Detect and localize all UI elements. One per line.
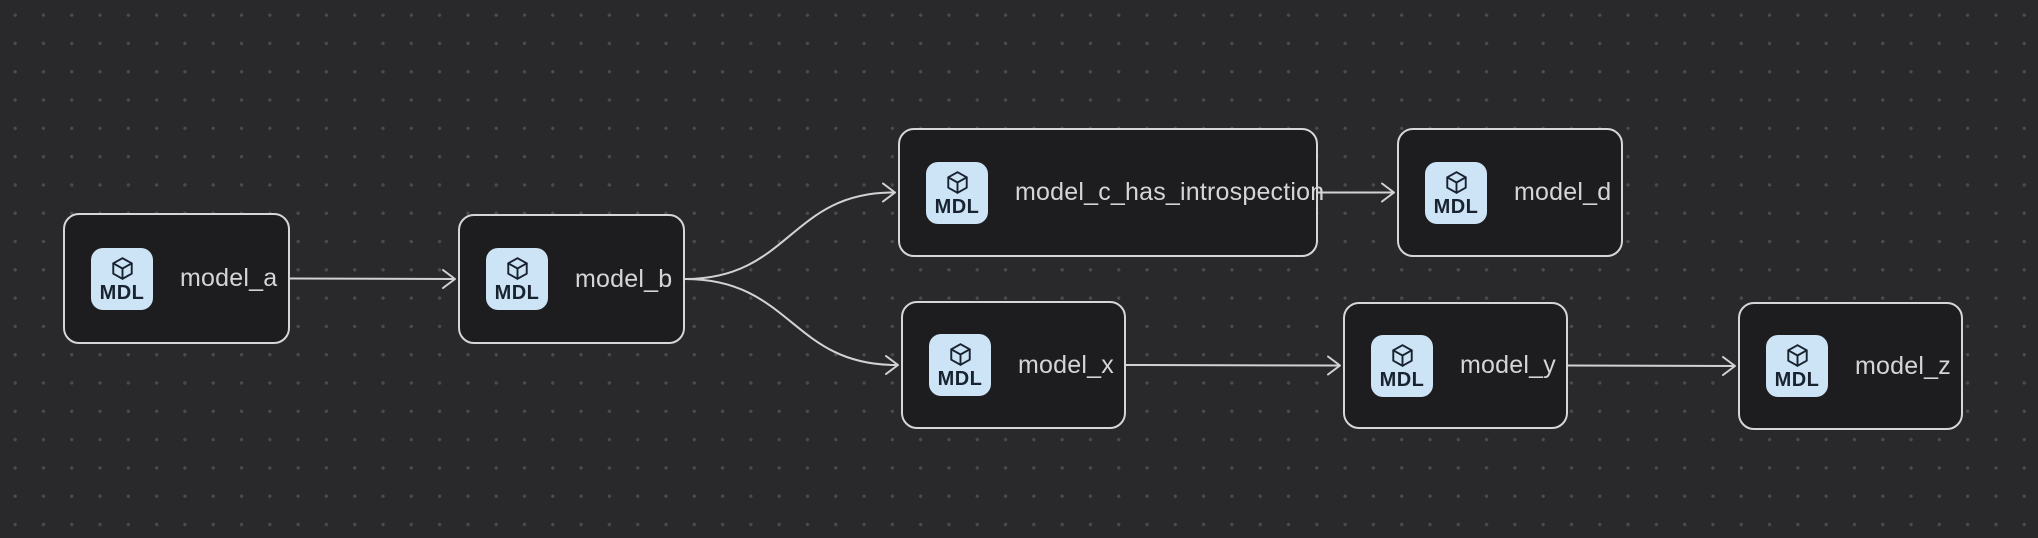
edge-model_c_has_introspection-to-model_d [1317, 182, 1395, 203]
cube-icon [1391, 343, 1413, 367]
badge-label: MDL [1433, 195, 1479, 218]
node-label: model_a [180, 264, 278, 292]
edge-line [1125, 364, 1339, 367]
model-badge: MDL [1425, 161, 1487, 224]
cube-icon [506, 257, 528, 280]
arrowhead-icon [442, 269, 456, 289]
graph-node-model_z[interactable]: MDL model_z [1738, 302, 1963, 430]
cube-icon [1786, 344, 1808, 367]
arrowhead-icon [885, 355, 899, 375]
node-label: model_d [1514, 178, 1612, 206]
badge-label: MDL [1379, 368, 1425, 391]
edge-line [684, 191, 894, 280]
node-label: model_x [1018, 350, 1114, 379]
model-badge: MDL [486, 248, 548, 310]
badge-label: MDL [494, 282, 540, 304]
cube-icon [949, 343, 971, 366]
edge-model_x-to-model_y [1125, 355, 1341, 376]
cube-icon [111, 256, 133, 280]
edge-model_b-to-model_c_has_introspection [684, 182, 896, 280]
edge-model_b-to-model_x [684, 278, 899, 375]
edge-line [684, 278, 897, 366]
edge-model_y-to-model_z [1567, 356, 1736, 376]
model-badge: MDL [1766, 335, 1828, 397]
node-label: model_z [1855, 351, 1951, 380]
badge-label: MDL [99, 281, 145, 304]
arrowhead-icon [1381, 182, 1395, 203]
graph-node-model_c_has_introspection[interactable]: MDL model_c_has_introspection [898, 128, 1324, 257]
graph-node-model_d[interactable]: MDL model_d [1397, 128, 1623, 257]
graph-node-model_y[interactable]: MDL model_y [1343, 302, 1568, 429]
graph-node-model_x[interactable]: MDL model_x [901, 301, 1126, 429]
cube-icon [1445, 170, 1467, 194]
model-badge: MDL [926, 161, 988, 224]
node-label: model_y [1460, 351, 1556, 379]
badge-label: MDL [934, 195, 980, 218]
node-label: model_c_has_introspection [1015, 178, 1325, 206]
edge-line [1567, 364, 1734, 367]
arrowhead-icon [882, 182, 896, 203]
badge-label: MDL [1774, 369, 1820, 391]
badge-label: MDL [937, 368, 983, 390]
cube-icon [946, 170, 968, 194]
edge-model_a-to-model_b [289, 269, 456, 289]
graph-node-model_a[interactable]: MDL model_a [63, 213, 290, 344]
node-label: model_b [575, 264, 673, 293]
arrowhead-icon [1327, 355, 1341, 376]
model-badge: MDL [929, 334, 991, 396]
arrowhead-icon [1722, 356, 1736, 376]
edge-line [289, 277, 454, 280]
graph-node-model_b[interactable]: MDL model_b [458, 214, 685, 344]
model-badge: MDL [91, 247, 153, 310]
model-badge: MDL [1371, 334, 1433, 397]
